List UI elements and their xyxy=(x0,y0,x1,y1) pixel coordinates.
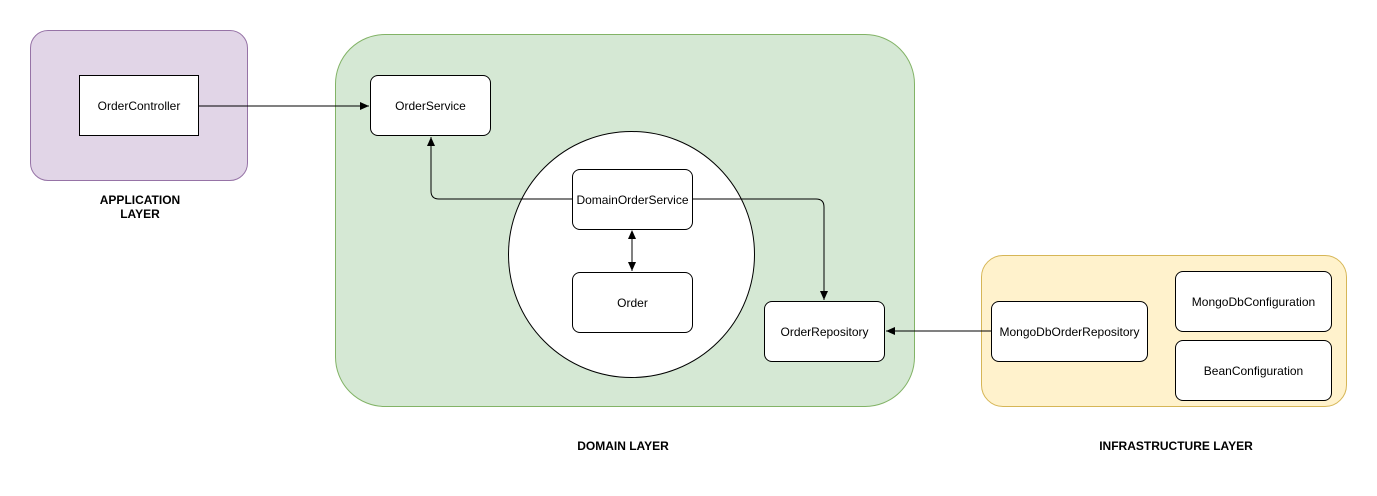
domain-order-service-node: DomainOrderService xyxy=(572,169,693,230)
order-repository-node: OrderRepository xyxy=(764,301,885,362)
mongo-db-configuration-node: MongoDbConfiguration xyxy=(1175,271,1332,332)
bean-configuration-node: BeanConfiguration xyxy=(1175,340,1332,401)
application-layer-label-line1: APPLICATION xyxy=(99,193,181,207)
domain-layer-label: DOMAIN LAYER xyxy=(577,439,669,453)
order-node: Order xyxy=(572,272,693,333)
application-layer-label-line2: LAYER xyxy=(120,207,160,221)
order-controller-node: OrderController xyxy=(79,75,199,136)
order-service-node: OrderService xyxy=(370,75,491,136)
mongo-db-order-repository-node: MongoDbOrderRepository xyxy=(991,301,1148,362)
application-layer-label: APPLICATION LAYER xyxy=(60,193,220,221)
infrastructure-layer-label: INFRASTRUCTURE LAYER xyxy=(1099,439,1253,453)
